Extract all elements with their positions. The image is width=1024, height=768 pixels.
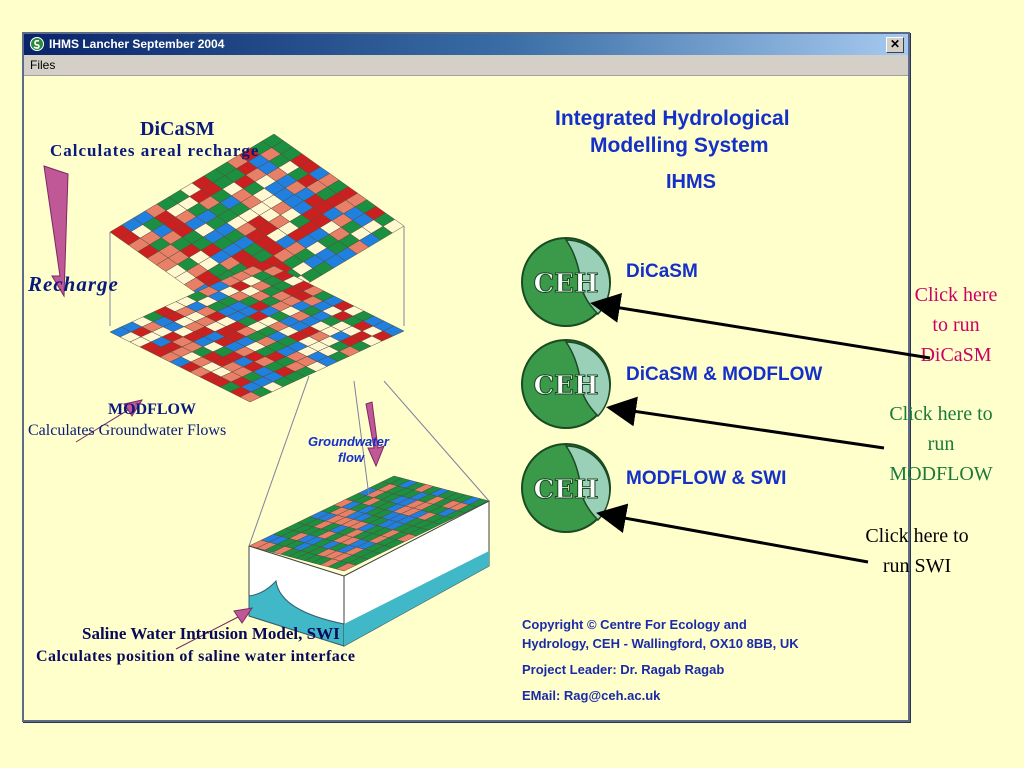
callout-modflow-line1: Click here to [889, 403, 993, 425]
heading-ihms: IHMS [666, 171, 716, 193]
content-area: DiCaSM Calculates areal recharge Recharg… [24, 76, 908, 720]
connector-lines [109, 226, 490, 547]
pink-arrows [43, 165, 385, 650]
callout-swi-line1: Click here to [865, 525, 969, 547]
menu-bar: Files [24, 55, 908, 76]
project-leader: Project Leader: Dr. Ragab Ragab [522, 662, 725, 677]
modflow-grid [109, 260, 405, 403]
grid-cell [239, 391, 262, 403]
ihms-diagram [43, 133, 490, 650]
callout-modflow-line2: run [927, 433, 955, 455]
callout-dicasm-line3: DiCaSM [920, 344, 992, 366]
menu-files[interactable]: Files [30, 58, 56, 72]
swi-block [248, 475, 490, 647]
swi-diagram-subtitle: Calculates position of saline water inte… [36, 648, 356, 665]
swi-diagram-title: Saline Water Intrusion Model, SWI [82, 624, 340, 643]
close-button[interactable]: ✕ [886, 37, 904, 53]
svg-text:CEH: CEH [533, 371, 598, 401]
recharge-label: Recharge [28, 272, 119, 296]
model-label-modflow-swi: MODFLOW & SWI [626, 468, 787, 489]
dicasm-diagram-title: DiCaSM [140, 118, 215, 140]
ceh-logo-icon: CEH [521, 237, 611, 327]
callout-swi-line2: run SWI [882, 555, 952, 577]
callout-swi: Click here to run SWI [846, 521, 988, 581]
callout-modflow-line3: MODFLOW [889, 463, 993, 485]
heading-line2: Modelling System [590, 134, 769, 157]
grid-cell [335, 562, 357, 572]
close-icon: ✕ [889, 37, 901, 51]
heading-line1: Integrated Hydrological [555, 107, 790, 130]
callout-dicasm-line2: to run [932, 314, 980, 336]
saline-wedge [248, 579, 345, 647]
model-label-dicasm: DiCaSM [626, 261, 698, 282]
modflow-diagram-title: MODFLOW [108, 401, 196, 418]
title-bar: IHMS Lancher September 2004 ✕ [24, 34, 908, 55]
dicasm-diagram-subtitle: Calculates areal recharge [50, 141, 260, 160]
callout-dicasm: Click here to run DiCaSM [896, 280, 1016, 370]
app-window: IHMS Lancher September 2004 ✕ Files [22, 32, 910, 722]
ceh-logo-icon: CEH [521, 443, 611, 533]
groundwater-flow-label-2: flow [338, 450, 364, 465]
model-label-dicasm-modflow: DiCaSM & MODFLOW [626, 364, 823, 385]
modflow-diagram-subtitle: Calculates Groundwater Flows [28, 422, 227, 439]
email: EMail: Rag@ceh.ac.uk [522, 688, 661, 703]
app-icon [30, 37, 44, 51]
groundwater-flow-label-1: Groundwater [308, 434, 389, 449]
svg-text:CEH: CEH [533, 269, 598, 299]
svg-text:CEH: CEH [533, 475, 598, 505]
callout-dicasm-line1: Click here [914, 284, 998, 306]
copyright-line2: Hydrology, CEH - Wallingford, OX10 8BB, … [522, 636, 799, 651]
saline-side [344, 551, 489, 646]
copyright-line1: Copyright © Centre For Ecology and [522, 617, 747, 632]
callout-modflow: Click here to run MODFLOW [868, 399, 1014, 489]
ceh-logo-icon: CEH [521, 339, 611, 429]
window-title: IHMS Lancher September 2004 [49, 37, 225, 51]
